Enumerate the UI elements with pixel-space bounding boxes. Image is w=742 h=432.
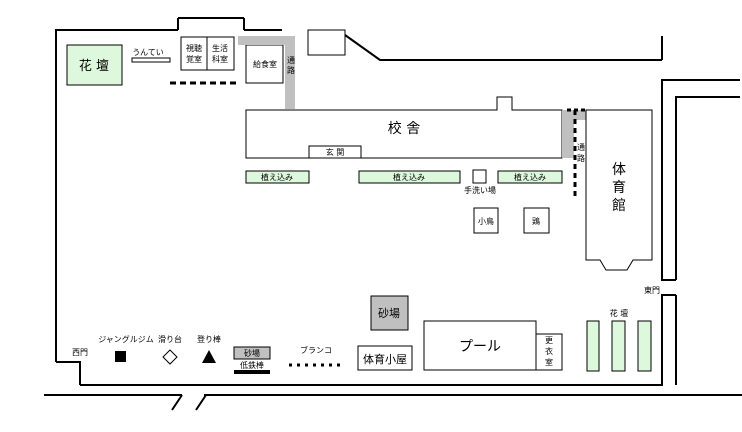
top-building bbox=[307, 29, 346, 56]
school-building-label: 校 舎 bbox=[388, 120, 420, 137]
handwash bbox=[472, 169, 487, 184]
gymnasium bbox=[585, 109, 653, 271]
flower-bed-right-2 bbox=[611, 320, 626, 372]
changing-room bbox=[535, 333, 563, 371]
planting-center bbox=[358, 170, 461, 184]
av-room-label-1: 視聴 bbox=[186, 43, 202, 53]
chicken-coop-label: 鶏 bbox=[532, 216, 540, 226]
changing-room-label-3: 室 bbox=[545, 357, 553, 367]
life-science-room bbox=[206, 36, 235, 71]
east-gate-label: 東門 bbox=[644, 285, 660, 295]
swing-label: ブランコ bbox=[300, 345, 332, 355]
changing-room-label-1: 更 bbox=[545, 336, 553, 345]
bird-cage-label: 小鳥 bbox=[478, 216, 494, 226]
planting-right-label: 植え込み bbox=[514, 172, 546, 182]
jungle-gym-label: ジャングルジム bbox=[98, 334, 154, 344]
climbing-pole-icon bbox=[202, 350, 216, 363]
planting-center-label: 植え込み bbox=[393, 172, 425, 182]
low-bar-label: 低鉄棒 bbox=[240, 360, 264, 370]
life-room-label-1: 生活 bbox=[212, 43, 228, 53]
passage-top-gray-2 bbox=[285, 36, 295, 109]
slide-icon bbox=[162, 349, 178, 365]
chicken-coop bbox=[523, 207, 550, 234]
site-boundary bbox=[44, 17, 742, 411]
sandbox-large bbox=[370, 295, 409, 331]
gym-label-3: 館 bbox=[612, 197, 626, 214]
lunch-room-label: 給食室 bbox=[253, 59, 277, 69]
monkey-bars bbox=[131, 57, 171, 63]
gym-shed bbox=[357, 345, 413, 371]
flower-bed-right-1 bbox=[586, 320, 600, 372]
west-gate-label: 西門 bbox=[72, 348, 88, 357]
life-room-label-2: 科室 bbox=[212, 54, 228, 64]
flower-bed-main-label: 花 壇 bbox=[79, 58, 109, 74]
flower-bed-right-label: 花 壇 bbox=[610, 308, 629, 318]
climbing-pole-label: 登り棒 bbox=[197, 334, 221, 344]
planting-left-label: 植え込み bbox=[261, 172, 293, 182]
passage-right-label-1: 通 bbox=[577, 142, 585, 152]
jungle-gym-icon bbox=[115, 351, 126, 362]
pool bbox=[423, 320, 537, 371]
monkey-bars-label: うんてい bbox=[132, 48, 164, 57]
passage-right-gray bbox=[562, 110, 574, 158]
planting-right bbox=[497, 170, 563, 184]
passage-right-label-2: 路 bbox=[577, 153, 585, 163]
handwash-label: 手洗い場 bbox=[464, 185, 496, 195]
sandbox-large-label: 砂場 bbox=[378, 307, 400, 320]
gym-label-2: 育 bbox=[612, 180, 626, 196]
av-room-label-2: 覚室 bbox=[186, 54, 202, 64]
pool-label: プール bbox=[459, 339, 501, 355]
low-bar-icon bbox=[234, 370, 270, 374]
flower-bed-right-3 bbox=[637, 320, 652, 372]
changing-room-label-2: 衣 bbox=[545, 346, 553, 356]
slide-label: 滑り台 bbox=[158, 334, 182, 344]
passage-top-label-2: 路 bbox=[287, 65, 295, 75]
flower-bed-main bbox=[66, 44, 123, 86]
bird-cage bbox=[473, 207, 499, 234]
gym-label-1: 体 bbox=[612, 162, 626, 178]
passage-top-label-1: 通 bbox=[287, 55, 295, 65]
sandbox-small-label: 砂場 bbox=[244, 348, 260, 358]
planting-left bbox=[245, 170, 310, 184]
av-room bbox=[180, 36, 208, 71]
entrance-label: 玄 関 bbox=[326, 147, 345, 157]
sandbox-small bbox=[233, 346, 271, 360]
gym-shed-label: 体育小屋 bbox=[363, 352, 407, 366]
passage-top-gray-1 bbox=[238, 36, 295, 45]
entrance bbox=[308, 145, 362, 159]
